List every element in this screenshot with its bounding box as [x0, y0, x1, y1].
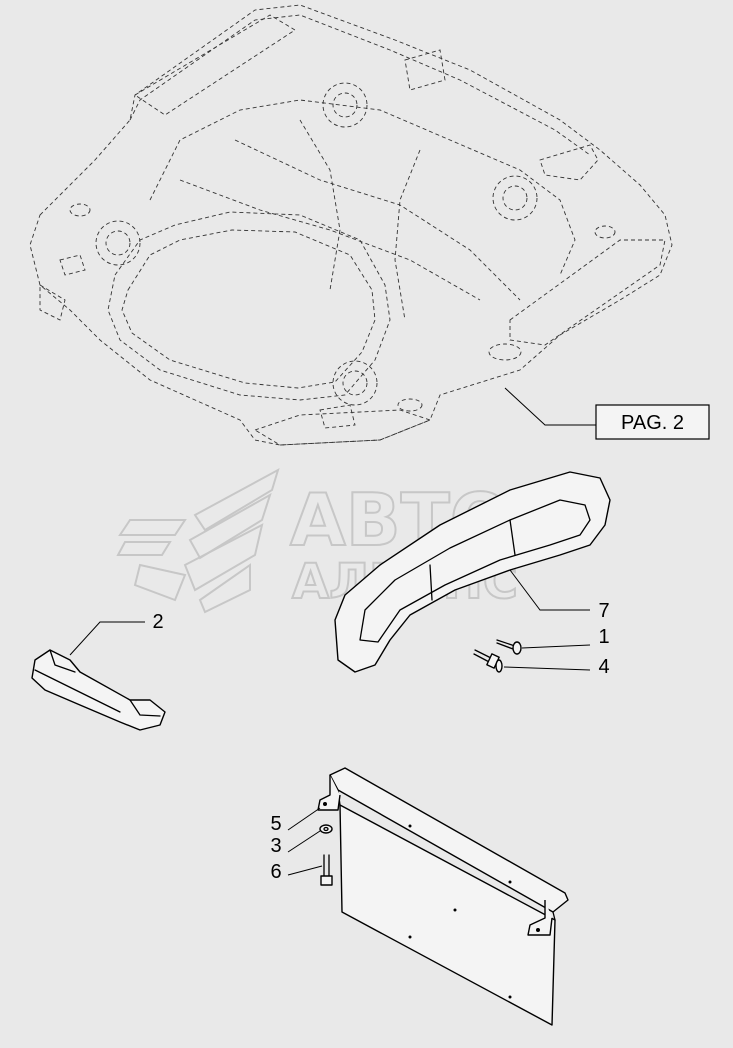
- callout-6-leader: [287, 865, 323, 876]
- bolt-washer-part: [473, 649, 503, 673]
- pag2-reference-box: PAG. 2: [595, 404, 710, 440]
- callout-3-label: 3: [270, 835, 281, 857]
- callout-6-label: 6: [270, 861, 281, 883]
- callout-1-label: 1: [598, 626, 609, 648]
- cab-roof-assembly: [29, 4, 673, 446]
- pag2-reference-label: PAG. 2: [621, 412, 684, 434]
- callout-3-leader: [287, 830, 321, 853]
- bolt-part: [320, 854, 333, 886]
- callout-2-leader: [69, 621, 145, 656]
- callout-4-leader: [503, 666, 591, 671]
- sun-visor-panel-part: [317, 767, 569, 1026]
- handle-pad-part: [334, 471, 611, 673]
- watermark-emblem-icon: [116, 467, 280, 614]
- pag2-leader-line: [504, 387, 596, 426]
- callout-5-label: 5: [270, 813, 281, 835]
- callout-4-label: 4: [598, 656, 609, 678]
- callout-2-label: 2: [152, 611, 163, 633]
- callout-5-leader: [287, 807, 321, 831]
- grab-handle-part: [31, 649, 166, 731]
- callout-1-leader: [521, 644, 591, 649]
- callout-7-label: 7: [598, 600, 609, 622]
- callout-7-leader: [509, 569, 590, 611]
- washer-part: [319, 824, 333, 834]
- screw-part: [496, 639, 522, 655]
